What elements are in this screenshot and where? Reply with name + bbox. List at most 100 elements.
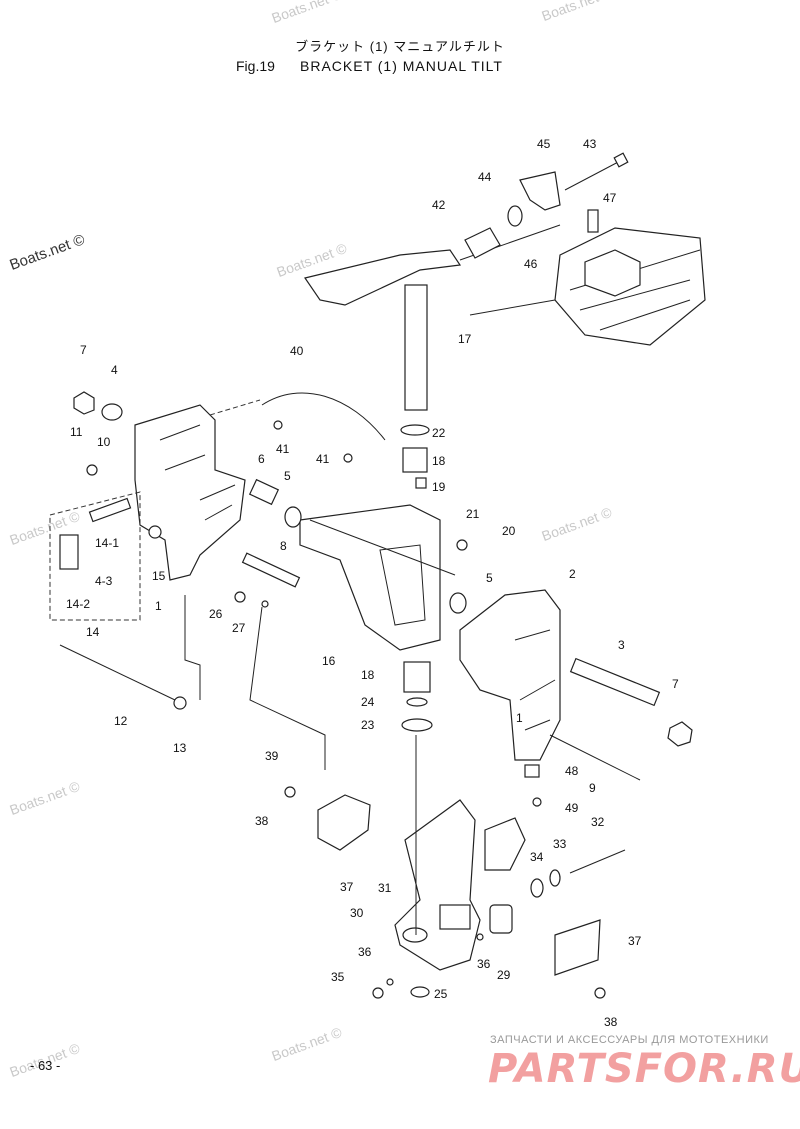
callout-label: 22 — [432, 426, 446, 440]
callout-label: 9 — [589, 781, 596, 795]
callout-label: 37 — [628, 934, 642, 948]
callout-label: 41 — [316, 452, 330, 466]
callout-label: 36 — [477, 957, 491, 971]
callout-label: 39 — [265, 749, 279, 763]
part-14-group-box — [49, 491, 141, 621]
part-29-mount — [489, 904, 513, 934]
part-14-2-lever — [59, 534, 79, 570]
callout-label: 18 — [432, 454, 446, 468]
callout-label: 18 — [361, 668, 375, 682]
part-36-washer — [386, 978, 394, 986]
callout-label: 47 — [603, 191, 617, 205]
part-35-nut — [372, 987, 384, 999]
callout-label: 41 — [276, 442, 290, 456]
callout-label: 31 — [378, 881, 392, 895]
part-18-bush-lower — [403, 661, 431, 693]
part-37-cover — [484, 817, 526, 871]
part-14-1-spring — [88, 497, 132, 523]
callout-label: 34 — [530, 850, 544, 864]
part-36-washer — [476, 933, 484, 941]
part-16-swivel-case — [299, 504, 441, 651]
callout-label: 8 — [280, 539, 287, 553]
callout-label: 11 — [70, 425, 83, 439]
callout-label: 29 — [497, 968, 511, 982]
callout-label: 1 — [516, 711, 523, 725]
part-45-plate — [519, 171, 561, 211]
part-1-left-bracket — [134, 404, 246, 581]
callout-label: 14 — [86, 625, 100, 639]
part-23-washer — [401, 718, 433, 732]
part-9-rod — [549, 734, 641, 781]
callout-label: 17 — [458, 332, 472, 346]
callout-label: 35 — [331, 970, 345, 984]
part-37-cover — [317, 794, 371, 851]
callout-label: 19 — [432, 480, 446, 494]
part-7-nut — [667, 721, 693, 747]
callout-label: 14-2 — [66, 597, 90, 611]
part-15-cap — [148, 525, 162, 539]
callout-label: 30 — [350, 906, 364, 920]
callout-label: 24 — [361, 695, 375, 709]
page-number: - 63 - — [30, 1058, 61, 1073]
callout-label: 20 — [502, 524, 516, 538]
watermark-shop-logo: PARTSFOR.RU — [488, 1046, 800, 1092]
callout-label: 44 — [478, 170, 492, 184]
part-48-block — [524, 764, 540, 778]
part-41-bolt — [273, 420, 283, 430]
callout-label: 40 — [290, 344, 304, 358]
part-41-bolt — [343, 453, 353, 463]
part-43-bolt — [564, 159, 623, 191]
part-22-washer — [400, 424, 430, 436]
callout-label: 23 — [361, 718, 375, 732]
part-44-washer — [507, 205, 523, 227]
callout-label: 49 — [565, 801, 579, 815]
callout-label: 38 — [255, 814, 269, 828]
part-2-right-bracket — [459, 589, 561, 761]
part-12-tilt-rod — [59, 644, 176, 701]
part-24-washer — [406, 697, 428, 707]
part-25-washer — [410, 986, 430, 998]
callout-label: 27 — [232, 621, 246, 635]
callout-label: 7 — [80, 343, 87, 357]
part-17-arm — [304, 249, 462, 306]
callout-label: 33 — [553, 837, 567, 851]
callout-label: 14-1 — [95, 536, 119, 550]
callout-label: 2 — [569, 567, 576, 581]
part-39-wire — [249, 606, 326, 770]
part-31-pad — [439, 904, 471, 930]
part-19-clip — [415, 477, 427, 489]
callout-label: 42 — [432, 198, 446, 212]
part-8-rod — [241, 552, 301, 588]
part-27-washer — [261, 600, 269, 608]
title-japanese: ブラケット (1) マニュアルチルト — [295, 39, 505, 54]
part-5-washer — [449, 592, 467, 614]
engine-mount-drawing — [459, 224, 706, 346]
part-4-washer — [101, 403, 123, 421]
callout-label: 12 — [114, 714, 128, 728]
part-47-bolt — [587, 209, 599, 233]
callout-label: 3 — [618, 638, 625, 652]
callout-label: 4-3 — [95, 574, 113, 588]
part-18-bush — [402, 447, 428, 473]
callout-label: 46 — [524, 257, 538, 271]
part-32-bolt — [569, 849, 626, 874]
part-40-wire — [261, 392, 386, 441]
part-drawings — [49, 152, 706, 999]
part-33-washer — [549, 869, 561, 887]
callout-label: 15 — [152, 569, 166, 583]
callout-label: 48 — [565, 764, 579, 778]
part-30-lower-bracket — [394, 799, 481, 971]
callout-label: 6 — [258, 452, 265, 466]
callout-label: 5 — [284, 469, 291, 483]
callout-label: 26 — [209, 607, 223, 621]
part-5-washer — [284, 506, 302, 528]
title-english: BRACKET (1) MANUAL TILT — [300, 58, 503, 74]
part-3-bolt — [569, 657, 661, 707]
callout-label: 1 — [155, 599, 162, 613]
callout-label: 25 — [434, 987, 448, 1001]
part-49-bolt — [532, 797, 542, 807]
callout-label: 37 — [340, 880, 354, 894]
part-42-mount — [464, 227, 501, 259]
